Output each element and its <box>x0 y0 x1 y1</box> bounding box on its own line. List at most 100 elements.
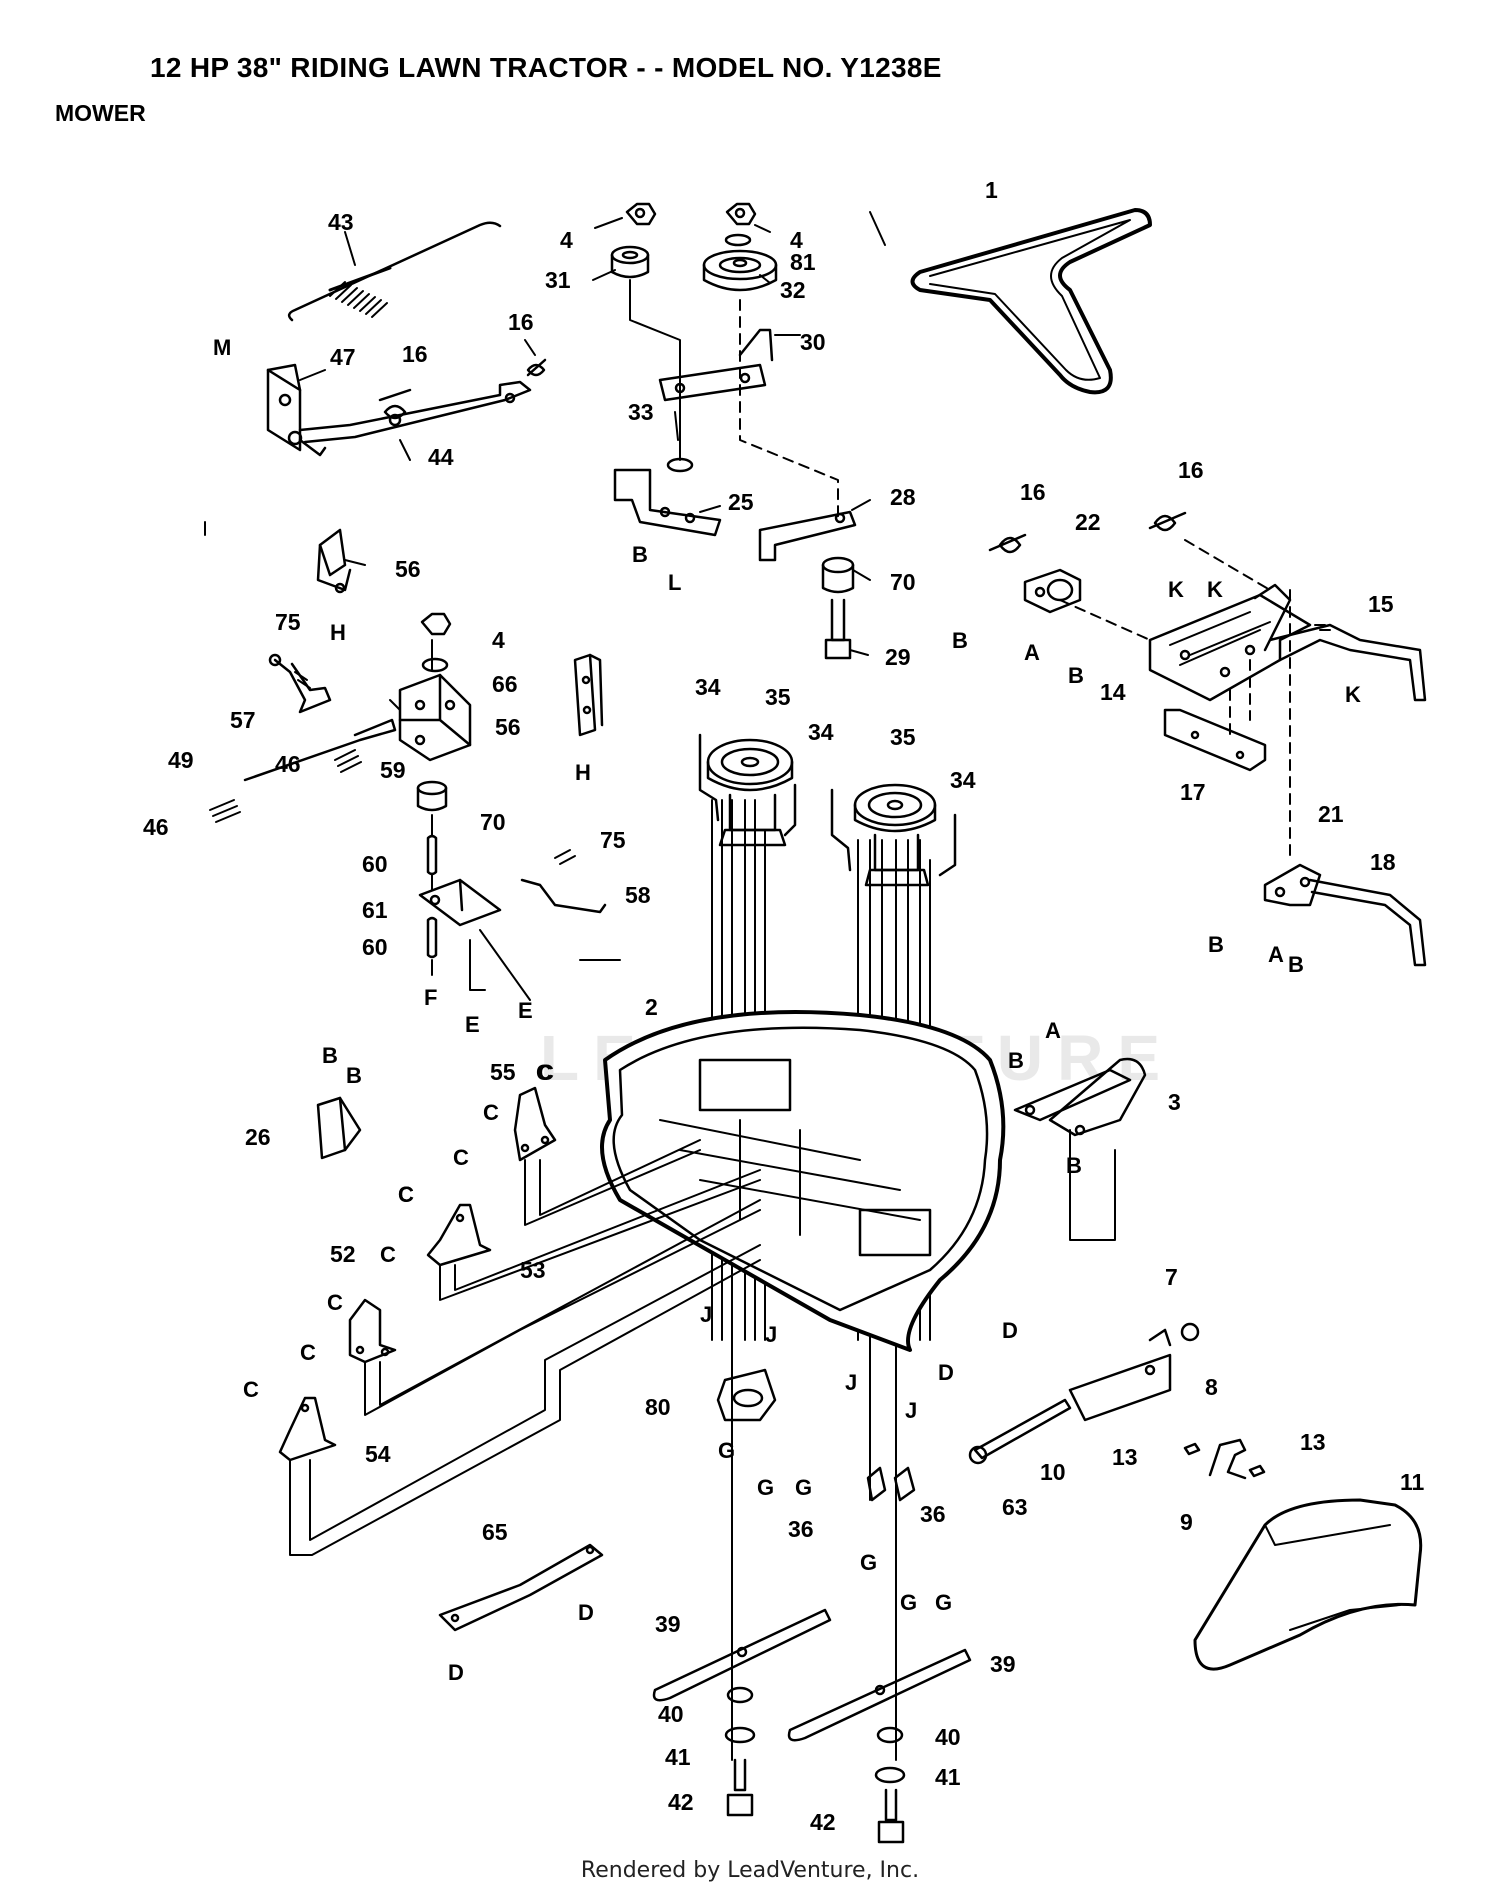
ref-letter-B: B <box>1208 932 1224 957</box>
part-label-56: 56 <box>395 556 421 582</box>
part-label-9: 9 <box>1180 1509 1193 1535</box>
bracket-part-36 <box>893 1466 916 1502</box>
bracket-part-52 <box>348 1298 397 1364</box>
part-label-13: 13 <box>1300 1429 1326 1455</box>
part-label-55: 55 <box>490 1059 516 1085</box>
part-label-32: 32 <box>780 277 806 303</box>
clip-part-16 <box>1148 511 1187 532</box>
part-label-36: 36 <box>788 1516 814 1542</box>
lift-arm-part-18 <box>1308 878 1427 967</box>
ref-letter-C: C <box>538 1060 554 1085</box>
part-label-4: 4 <box>492 627 505 653</box>
part-label-46: 46 <box>143 814 169 840</box>
ref-letter-A: A <box>1045 1018 1061 1043</box>
bracket-part-22 <box>1023 568 1082 614</box>
nut-part-8 <box>1180 1322 1200 1342</box>
rod-part-44 <box>298 380 532 444</box>
ref-letter-C: C <box>536 1060 552 1085</box>
part-label-66: 66 <box>492 671 518 697</box>
washer-part-81 <box>724 233 752 247</box>
part-label-60: 60 <box>362 851 388 877</box>
ref-letter-B: B <box>1008 1048 1024 1073</box>
plate-part-80 <box>716 1368 777 1422</box>
ref-letter-A: A <box>1024 640 1040 665</box>
nut-part-4 <box>625 202 657 226</box>
ref-letter-K: K <box>1168 577 1184 602</box>
part-label-34: 34 <box>695 674 721 700</box>
blade-part-39 <box>652 1608 832 1702</box>
part-label-61: 61 <box>362 897 388 923</box>
bolt-part-34 <box>783 783 797 837</box>
ref-letter-D: D <box>578 1600 594 1625</box>
part-label-22: 22 <box>1075 509 1101 535</box>
part-label-31: 31 <box>545 267 571 293</box>
part-label-36: 36 <box>920 1501 946 1527</box>
part-label-46: 46 <box>275 751 301 777</box>
part-label-14: 14 <box>1100 679 1126 705</box>
bracket-part-21 <box>1263 863 1322 907</box>
part-label-49: 49 <box>168 747 194 773</box>
part-label-70: 70 <box>480 809 506 835</box>
ref-letter-B: B <box>1066 1153 1082 1178</box>
part-label-16: 16 <box>1178 457 1204 483</box>
link-part-57 <box>268 653 332 714</box>
bolt-part-42 <box>726 1758 754 1817</box>
ref-letter-B: B <box>952 628 968 653</box>
bracket-part-26 <box>316 1096 362 1160</box>
ref-letter-G: G <box>935 1590 952 1615</box>
washer-part-40 <box>876 1726 904 1744</box>
bracket-part-59 <box>398 673 472 762</box>
bracket-part-36 <box>866 1466 887 1502</box>
part-label-40: 40 <box>935 1724 961 1750</box>
bolt-part-29 <box>824 598 852 660</box>
ref-letter-H: H <box>330 620 346 645</box>
part-label-21: 21 <box>1318 801 1344 827</box>
ref-letter-H: H <box>575 760 591 785</box>
part-label-30: 30 <box>800 329 826 355</box>
part-label-16: 16 <box>508 309 534 335</box>
plate-part-61 <box>418 878 502 927</box>
washer-part-41 <box>874 1766 906 1784</box>
spring-part-43 <box>287 221 502 322</box>
ref-letter-G: G <box>860 1550 877 1575</box>
bracket-part-47 <box>266 363 327 457</box>
spring-part-46 <box>209 799 241 823</box>
ref-letter-J: J <box>845 1370 857 1395</box>
ref-letter-C: C <box>483 1100 499 1125</box>
ref-letter-B: B <box>1068 663 1084 688</box>
pin-part-60 <box>426 916 438 959</box>
section-title: MOWER <box>55 100 146 126</box>
part-label-57: 57 <box>230 707 256 733</box>
spring-part-46 <box>334 749 362 773</box>
part-label-41: 41 <box>935 1764 961 1790</box>
footer-credit: Rendered by LeadVenture, Inc. <box>580 1858 920 1883</box>
ref-letter-C: C <box>380 1242 396 1267</box>
part-label-26: 26 <box>245 1124 271 1150</box>
part-label-17: 17 <box>1180 779 1206 805</box>
part-label-75: 75 <box>275 609 301 635</box>
part-label-13: 13 <box>1112 1444 1138 1470</box>
spacer-part-70 <box>416 780 448 812</box>
bracket-part-28 <box>758 510 857 562</box>
ref-letter-C: C <box>300 1340 316 1365</box>
part-label-75: 75 <box>600 827 626 853</box>
ref-letter-G: G <box>795 1475 812 1500</box>
ref-letter-L: L <box>668 570 681 595</box>
part-label-16: 16 <box>1020 479 1046 505</box>
ref-letter-B: B <box>1288 952 1304 977</box>
rod-part-10 <box>973 1398 1072 1460</box>
ref-letter-J: J <box>765 1322 777 1347</box>
mower-deck-part-2 <box>600 1010 1006 1352</box>
bolt-part-42 <box>877 1788 905 1844</box>
ref-letter-B: B <box>632 542 648 567</box>
ref-letter-C: C <box>453 1145 469 1170</box>
pulley-part-32 <box>702 249 778 292</box>
part-label-47: 47 <box>330 344 356 370</box>
nut-part-63 <box>968 1445 988 1465</box>
bracket-part-65 <box>438 1543 604 1632</box>
part-label-53: 53 <box>520 1257 546 1283</box>
part-label-81: 81 <box>790 249 816 275</box>
clip-part-16 <box>526 358 547 377</box>
ref-letter-A: A <box>1268 942 1284 967</box>
